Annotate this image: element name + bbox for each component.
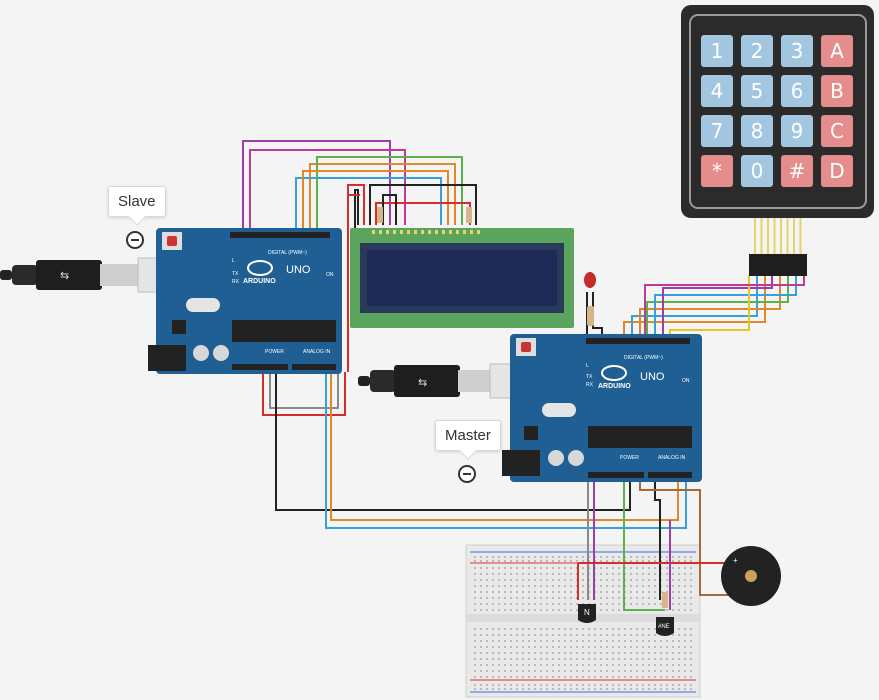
- sensor-label-text: #NE: [658, 624, 670, 630]
- slave-analog-text: ANALOG IN: [303, 349, 331, 355]
- master-digital-text: DIGITAL (PWM~): [624, 355, 663, 361]
- keypad-key-star[interactable]: *: [701, 155, 733, 187]
- master-analog-text: ANALOG IN: [658, 455, 686, 461]
- keypad-key-0[interactable]: 0: [741, 155, 773, 187]
- svg-text:L: L: [586, 363, 589, 369]
- slave-power-text: POWER: [265, 349, 284, 355]
- master-minus-icon[interactable]: [458, 465, 476, 483]
- svg-text:+: +: [733, 556, 738, 565]
- master-callout[interactable]: Master: [435, 420, 501, 460]
- slave-callout-label: Slave: [118, 193, 156, 210]
- svg-text:ON: ON: [326, 272, 334, 278]
- keypad-key-4[interactable]: 4: [701, 75, 733, 107]
- temp-sensor[interactable]: #NE: [656, 592, 674, 636]
- keypad-ribbon: [749, 218, 807, 276]
- keypad-key-d[interactable]: D: [821, 155, 853, 187]
- keypad-key-2[interactable]: 2: [741, 35, 773, 67]
- slave-brand-text: ARDUINO: [243, 278, 276, 285]
- keypad-key-8[interactable]: 8: [741, 115, 773, 147]
- keypad-key-5[interactable]: 5: [741, 75, 773, 107]
- svg-text:RX: RX: [586, 382, 594, 388]
- master-brand-text: ARDUINO: [598, 383, 631, 390]
- usb-cable-slave[interactable]: ⇆: [0, 257, 183, 293]
- svg-text:TX: TX: [586, 374, 593, 380]
- slave-minus-icon[interactable]: [126, 231, 144, 249]
- slave-digital-text: DIGITAL (PWM~): [268, 250, 307, 256]
- master-power-text: POWER: [620, 455, 639, 461]
- slave-model-text: UNO: [286, 264, 311, 276]
- svg-text:⇆: ⇆: [418, 376, 427, 389]
- lcd-display[interactable]: [350, 207, 574, 328]
- arduino-master[interactable]: ARDUINO UNO DIGITAL (PWM~) POWER ANALOG …: [502, 334, 702, 482]
- keypad-key-a[interactable]: A: [821, 35, 853, 67]
- usb-cable-master[interactable]: ⇆: [358, 363, 535, 399]
- npn-transistor[interactable]: N: [578, 604, 596, 623]
- wires: [242, 140, 805, 611]
- keypad-key-1[interactable]: 1: [701, 35, 733, 67]
- red-led[interactable]: [584, 272, 596, 288]
- transistor-label-text: N: [584, 608, 590, 617]
- svg-text:L: L: [232, 258, 235, 264]
- keypad-key-6[interactable]: 6: [781, 75, 813, 107]
- keypad-key-7[interactable]: 7: [701, 115, 733, 147]
- keypad-key-hash[interactable]: #: [781, 155, 813, 187]
- slave-callout[interactable]: Slave: [108, 186, 166, 226]
- resistor-led[interactable]: [587, 306, 594, 326]
- svg-text:RX: RX: [232, 279, 240, 285]
- arduino-slave[interactable]: ARDUINO UNO DIGITAL (PWM~) POWER ANALOG …: [148, 228, 342, 374]
- keypad-key-c[interactable]: C: [821, 115, 853, 147]
- keypad-key-9[interactable]: 9: [781, 115, 813, 147]
- master-model-text: UNO: [640, 371, 665, 383]
- svg-text:⇆: ⇆: [60, 269, 69, 282]
- svg-text:ON: ON: [682, 378, 690, 384]
- svg-text:TX: TX: [232, 271, 239, 277]
- keypad-key-3[interactable]: 3: [781, 35, 813, 67]
- piezo-buzzer[interactable]: +: [721, 546, 781, 606]
- keypad-key-b[interactable]: B: [821, 75, 853, 107]
- master-callout-label: Master: [445, 427, 491, 444]
